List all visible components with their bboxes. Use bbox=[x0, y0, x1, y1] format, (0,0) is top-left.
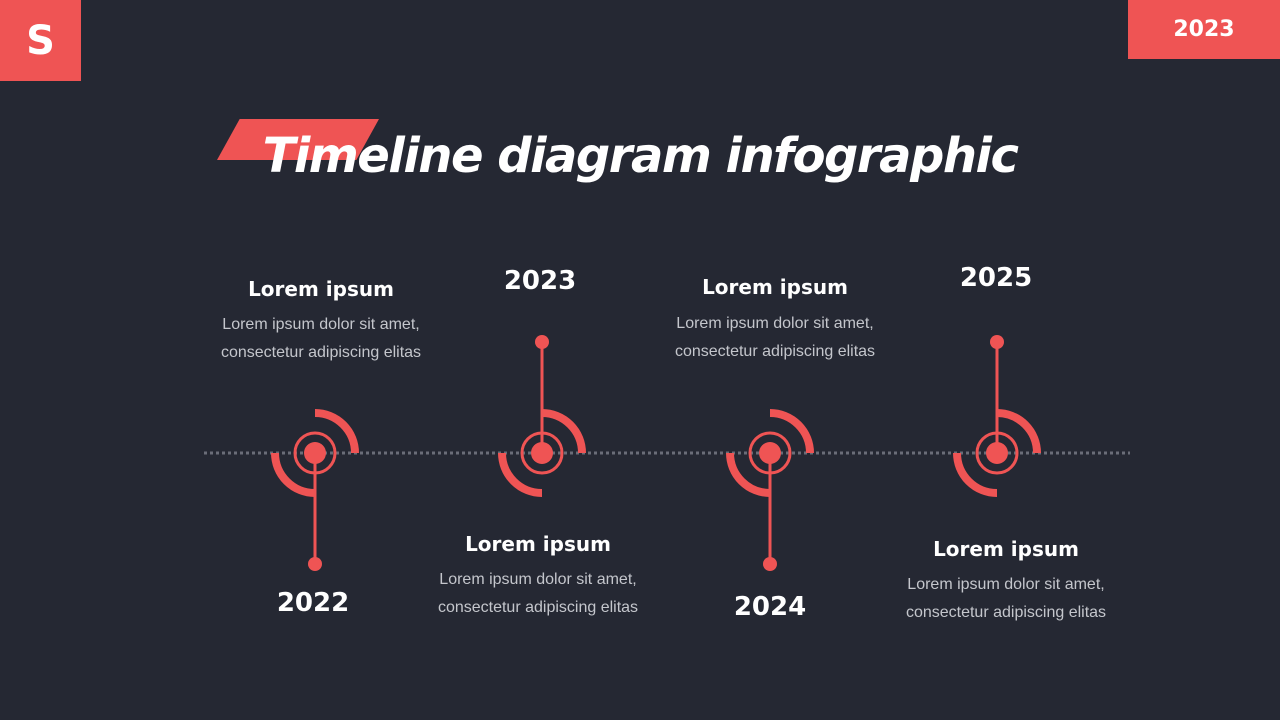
connector-end-dot bbox=[990, 335, 1004, 349]
milestone-2023-year: 2023 bbox=[503, 266, 577, 296]
logo-letter: S bbox=[26, 17, 55, 64]
milestone-2022-heading: Lorem ipsum bbox=[248, 277, 394, 301]
timeline-node-2022 bbox=[271, 409, 359, 571]
milestone-2025-year: 2025 bbox=[959, 263, 1033, 293]
outer-arc-top bbox=[996, 409, 1041, 454]
connector-end-dot bbox=[763, 557, 777, 571]
outer-arc-bottom bbox=[271, 452, 316, 497]
timeline-node-2023 bbox=[498, 335, 586, 497]
connector-end-dot bbox=[308, 557, 322, 571]
description-line: Lorem ipsum dolor sit amet, bbox=[907, 576, 1105, 593]
description-line: Lorem ipsum dolor sit amet, bbox=[439, 571, 637, 588]
milestone-2023-heading: Lorem ipsum bbox=[465, 532, 611, 556]
description-line: consectetur adipiscing elitas bbox=[437, 599, 639, 616]
year-badge: 2023 bbox=[1128, 0, 1280, 59]
description-line: consectetur adipiscing elitas bbox=[905, 604, 1107, 621]
description-line: consectetur adipiscing elitas bbox=[220, 344, 422, 361]
milestone-2025-heading: Lorem ipsum bbox=[933, 537, 1079, 561]
page-title: Timeline diagram infographic bbox=[262, 128, 1019, 184]
outer-arc-top bbox=[541, 409, 586, 454]
connector-end-dot bbox=[535, 335, 549, 349]
timeline-node-2024 bbox=[726, 409, 814, 571]
milestone-2023-description: Lorem ipsum dolor sit amet, consectetur … bbox=[388, 566, 688, 622]
milestone-2025-description: Lorem ipsum dolor sit amet, consectetur … bbox=[856, 571, 1156, 627]
outer-arc-bottom bbox=[953, 452, 998, 497]
timeline-node-2025 bbox=[953, 335, 1041, 497]
description-line: Lorem ipsum dolor sit amet, bbox=[676, 315, 874, 332]
milestone-2022-year: 2022 bbox=[276, 588, 350, 618]
milestone-2024-heading: Lorem ipsum bbox=[702, 275, 848, 299]
title-accent-shape bbox=[217, 119, 379, 160]
outer-arc-top bbox=[314, 409, 359, 454]
outer-arc-bottom bbox=[498, 452, 543, 497]
outer-arc-top bbox=[769, 409, 814, 454]
milestone-2024-year: 2024 bbox=[733, 592, 807, 622]
year-badge-label: 2023 bbox=[1173, 17, 1235, 42]
logo-badge: S bbox=[0, 0, 81, 81]
description-line: consectetur adipiscing elitas bbox=[674, 343, 876, 360]
milestone-2024-description: Lorem ipsum dolor sit amet, consectetur … bbox=[625, 310, 925, 366]
description-line: Lorem ipsum dolor sit amet, bbox=[222, 316, 420, 333]
outer-arc-bottom bbox=[726, 452, 771, 497]
milestone-2022-description: Lorem ipsum dolor sit amet, consectetur … bbox=[171, 311, 471, 367]
